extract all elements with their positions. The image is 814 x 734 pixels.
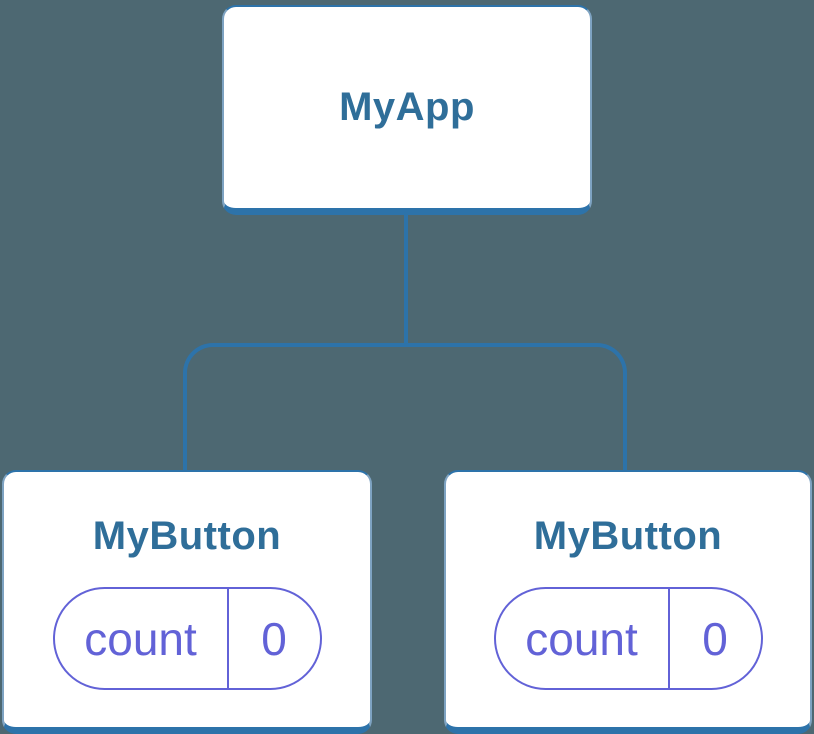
- state-key: count: [84, 612, 197, 665]
- state-pill: count 0: [493, 587, 763, 690]
- child-component-box-left: MyButton count 0: [2, 470, 372, 734]
- connector-bracket-line: [183, 343, 627, 470]
- state-key: count: [525, 612, 638, 665]
- child-component-label: MyButton: [533, 514, 723, 558]
- state-value: 0: [226, 589, 320, 688]
- child-component-label: MyButton: [92, 514, 282, 558]
- root-component-label: MyApp: [339, 85, 475, 129]
- state-pill: count 0: [52, 587, 322, 690]
- root-component-box: MyApp: [222, 5, 592, 215]
- child-component-box-right: MyButton count 0: [444, 470, 812, 734]
- state-value: 0: [667, 589, 761, 688]
- connector-stem-line: [404, 211, 408, 347]
